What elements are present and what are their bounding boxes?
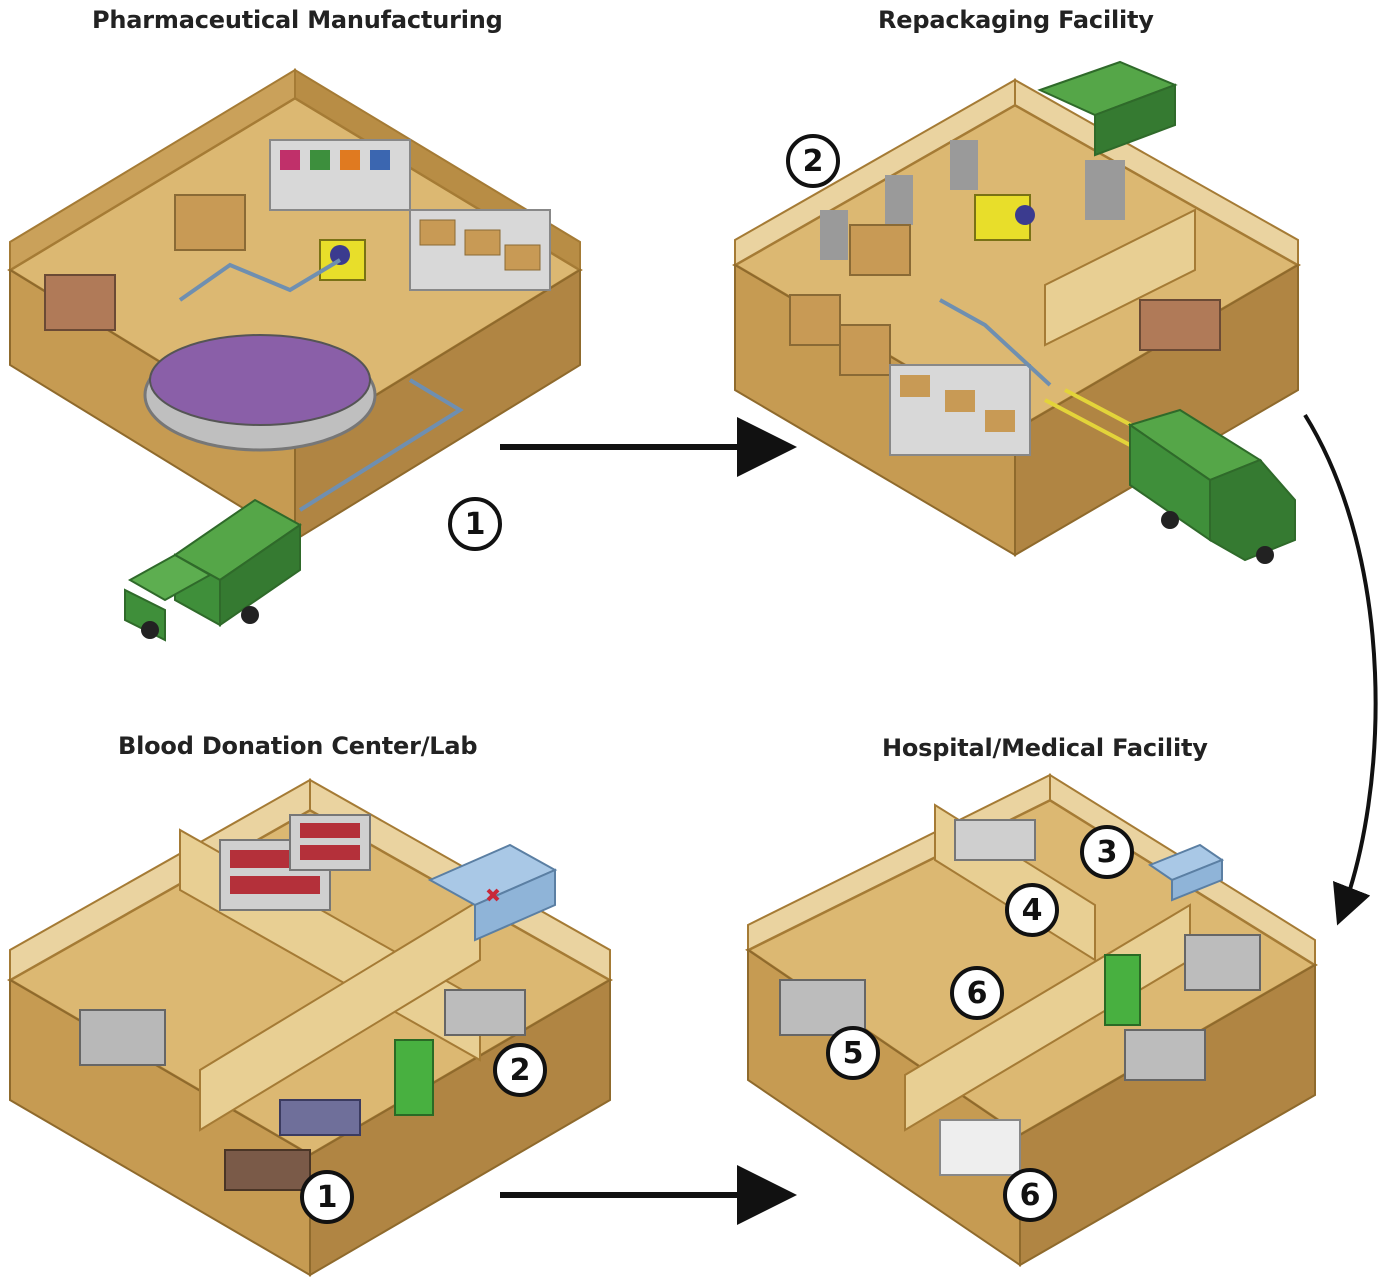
step-badge-blood-1: 1 xyxy=(300,1170,354,1224)
step-badge-blood-2: 2 xyxy=(493,1043,547,1097)
pharma-building xyxy=(7,68,583,542)
title-repackaging-facility: Repackaging Facility xyxy=(878,6,1154,34)
repack-building xyxy=(732,78,1302,557)
step-badge-hospital-3: 3 xyxy=(1080,825,1134,879)
step-badge-hospital-6-lower: 6 xyxy=(1003,1168,1057,1222)
step-badge-pharma-1: 1 xyxy=(448,497,502,551)
title-hospital-medical-facility: Hospital/Medical Facility xyxy=(882,734,1208,762)
repack-truck-bottom xyxy=(1127,408,1296,564)
step-badge-hospital-6-upper: 6 xyxy=(950,966,1004,1020)
repack-truck-top xyxy=(1037,60,1178,157)
step-badge-hospital-5: 5 xyxy=(826,1026,880,1080)
title-blood-donation-center: Blood Donation Center/Lab xyxy=(118,732,478,760)
step-badge-hospital-4: 4 xyxy=(1005,883,1059,937)
title-pharmaceutical-manufacturing: Pharmaceutical Manufacturing xyxy=(92,6,503,34)
arrow-repack-to-hospital xyxy=(1303,413,1378,926)
blood-ambulance xyxy=(427,843,558,942)
hospital-ambulance xyxy=(1147,843,1225,902)
step-badge-repack-2: 2 xyxy=(786,134,840,188)
pharma-truck xyxy=(124,498,302,642)
